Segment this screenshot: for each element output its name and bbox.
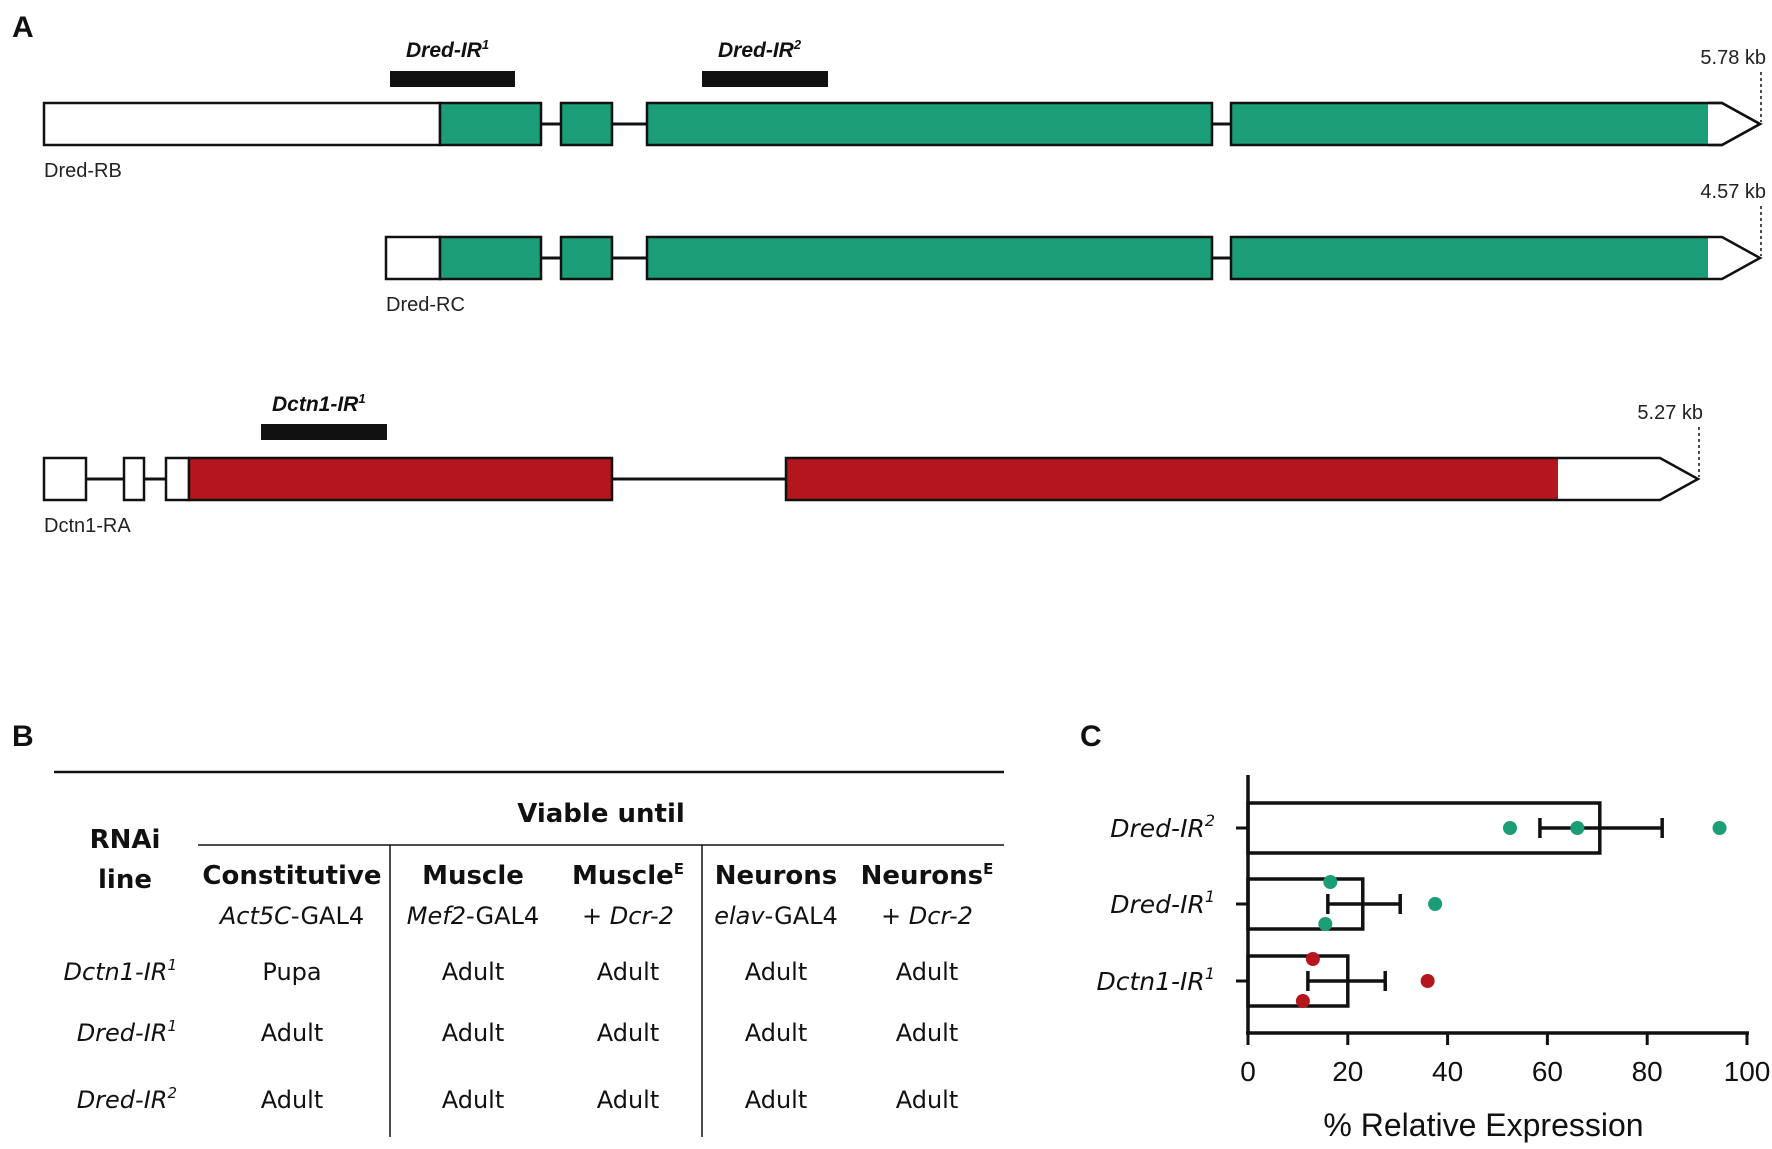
panel-a-letter: A (12, 11, 34, 44)
x-axis-label: % Relative Expression (1323, 1107, 1643, 1143)
table-cell: Adult (442, 958, 505, 986)
dred-rc-exon-1 (438, 235, 543, 281)
dred-rb-exon-2 (559, 101, 614, 147)
table-cell: Adult (896, 958, 959, 986)
dred-rb-exon-4 (1231, 103, 1708, 145)
row-line-name: Dctn1-IR1 (63, 956, 177, 986)
dred-rb-name: Dred-RB (44, 160, 122, 182)
rnai-header-line1: RNAi (90, 825, 161, 855)
table-row: Dctn1-IR1 Pupa Adult Adult Adult Adult (63, 956, 958, 986)
data-point (1295, 994, 1310, 1008)
transcript-dctn1-ra: Dctn1-IR1 Dctn1-RA 5.27 kb (42, 391, 1703, 537)
dred-ir2-probe-bar (702, 71, 828, 87)
table-row: Dred-IR1 Adult Adult Adult Adult Adult (77, 1017, 959, 1047)
dred-rc-size: 4.57 kb (1700, 181, 1766, 203)
table-cell: Adult (597, 1019, 660, 1047)
column-driver-3: elav-GAL4 (714, 902, 838, 930)
dred-rb-exon-3 (645, 101, 1214, 147)
column-driver-4: + Dcr-2 (881, 902, 973, 930)
dred-ir1-label: Dred-IR1 (406, 37, 489, 62)
x-tick-label: 20 (1332, 1056, 1363, 1087)
row-line-name: Dred-IR2 (77, 1084, 177, 1114)
table-cell: Adult (896, 1086, 959, 1114)
table-cell: Adult (261, 1086, 324, 1114)
table-cell: Adult (745, 1086, 808, 1114)
x-tick-label: 80 (1632, 1056, 1663, 1087)
data-point (1305, 952, 1320, 966)
panel-b-letter: B (12, 720, 34, 753)
column-driver-2: + Dcr-2 (582, 902, 674, 930)
column-driver-1: Mef2-GAL4 (407, 902, 539, 930)
data-point (1570, 821, 1585, 835)
column-header-0: Constitutive (202, 861, 381, 891)
data-point (1502, 821, 1517, 835)
dred-rc-name: Dred-RC (386, 294, 465, 316)
table-cell: Adult (442, 1019, 505, 1047)
transcript-dred-rb: Dred-RB 5.78 kb (42, 47, 1766, 182)
dred-ir1-probe-bar (390, 71, 515, 87)
panel-a: A Dred-IR1 Dred-IR2 Dred-RB 5.78 kb (12, 11, 1766, 537)
x-tick-label: 0 (1240, 1056, 1256, 1087)
dctn1-ra-exon-1 (42, 456, 88, 502)
table-cell: Adult (442, 1086, 505, 1114)
table-cell: Adult (597, 958, 660, 986)
x-tick-label: 40 (1432, 1056, 1463, 1087)
rnai-header-line2: line (98, 865, 152, 895)
dctn1-ra-utr (164, 456, 191, 502)
dctn1-ir1-label: Dctn1-IR1 (272, 391, 366, 416)
row-line-name: Dred-IR1 (77, 1017, 177, 1047)
column-header-4: NeuronsE (861, 860, 994, 891)
dred-rc-exon-4 (1231, 237, 1708, 279)
panel-c-letter: C (1080, 720, 1102, 753)
dctn1-ir1-probe-bar (261, 424, 387, 440)
column-driver-0: Act5C-GAL4 (218, 902, 364, 930)
dctn1-ra-exon-2 (122, 456, 146, 502)
dred-ir2-label: Dred-IR2 (718, 37, 802, 62)
dred-rb-size: 5.78 kb (1700, 47, 1766, 69)
dctn1-ra-name: Dctn1-RA (44, 515, 131, 537)
data-point (1428, 897, 1443, 911)
table-cell: Adult (261, 1019, 324, 1047)
viable-until-header: Viable until (517, 799, 685, 829)
column-header-3: Neurons (715, 861, 838, 891)
table-cell: Adult (745, 1019, 808, 1047)
transcript-dred-rc: Dred-RC 4.57 kb (384, 181, 1766, 316)
column-header-2: MuscleE (572, 860, 684, 891)
data-point (1323, 875, 1338, 889)
dred-rc-utr (384, 235, 442, 281)
data-point (1712, 821, 1727, 835)
column-header-1: Muscle (422, 861, 524, 891)
table-cell: Pupa (262, 958, 321, 986)
table-cell: Adult (597, 1086, 660, 1114)
category-label: Dred-IR2 (1110, 811, 1215, 843)
table-cell: Adult (896, 1019, 959, 1047)
table-row: Dred-IR2 Adult Adult Adult Adult Adult (77, 1084, 959, 1114)
x-tick-label: 60 (1532, 1056, 1563, 1087)
dred-rc-exon-2 (559, 235, 614, 281)
data-point (1420, 974, 1435, 988)
category-label: Dctn1-IR1 (1096, 964, 1215, 996)
category-label: Dred-IR1 (1110, 887, 1215, 919)
x-tick-label: 100 (1724, 1056, 1771, 1087)
dred-rb-exon-1 (438, 101, 543, 147)
dctn1-ra-exon-3 (187, 456, 614, 502)
dctn1-ra-exon-4 (786, 458, 1558, 500)
panel-b: B RNAi line Viable until ConstitutiveAct… (12, 720, 1004, 1137)
dctn1-ra-size: 5.27 kb (1637, 402, 1703, 424)
dred-rc-exon-3 (645, 235, 1214, 281)
data-point (1318, 917, 1333, 931)
table-cell: Adult (745, 958, 808, 986)
dred-rb-utr (42, 101, 442, 147)
